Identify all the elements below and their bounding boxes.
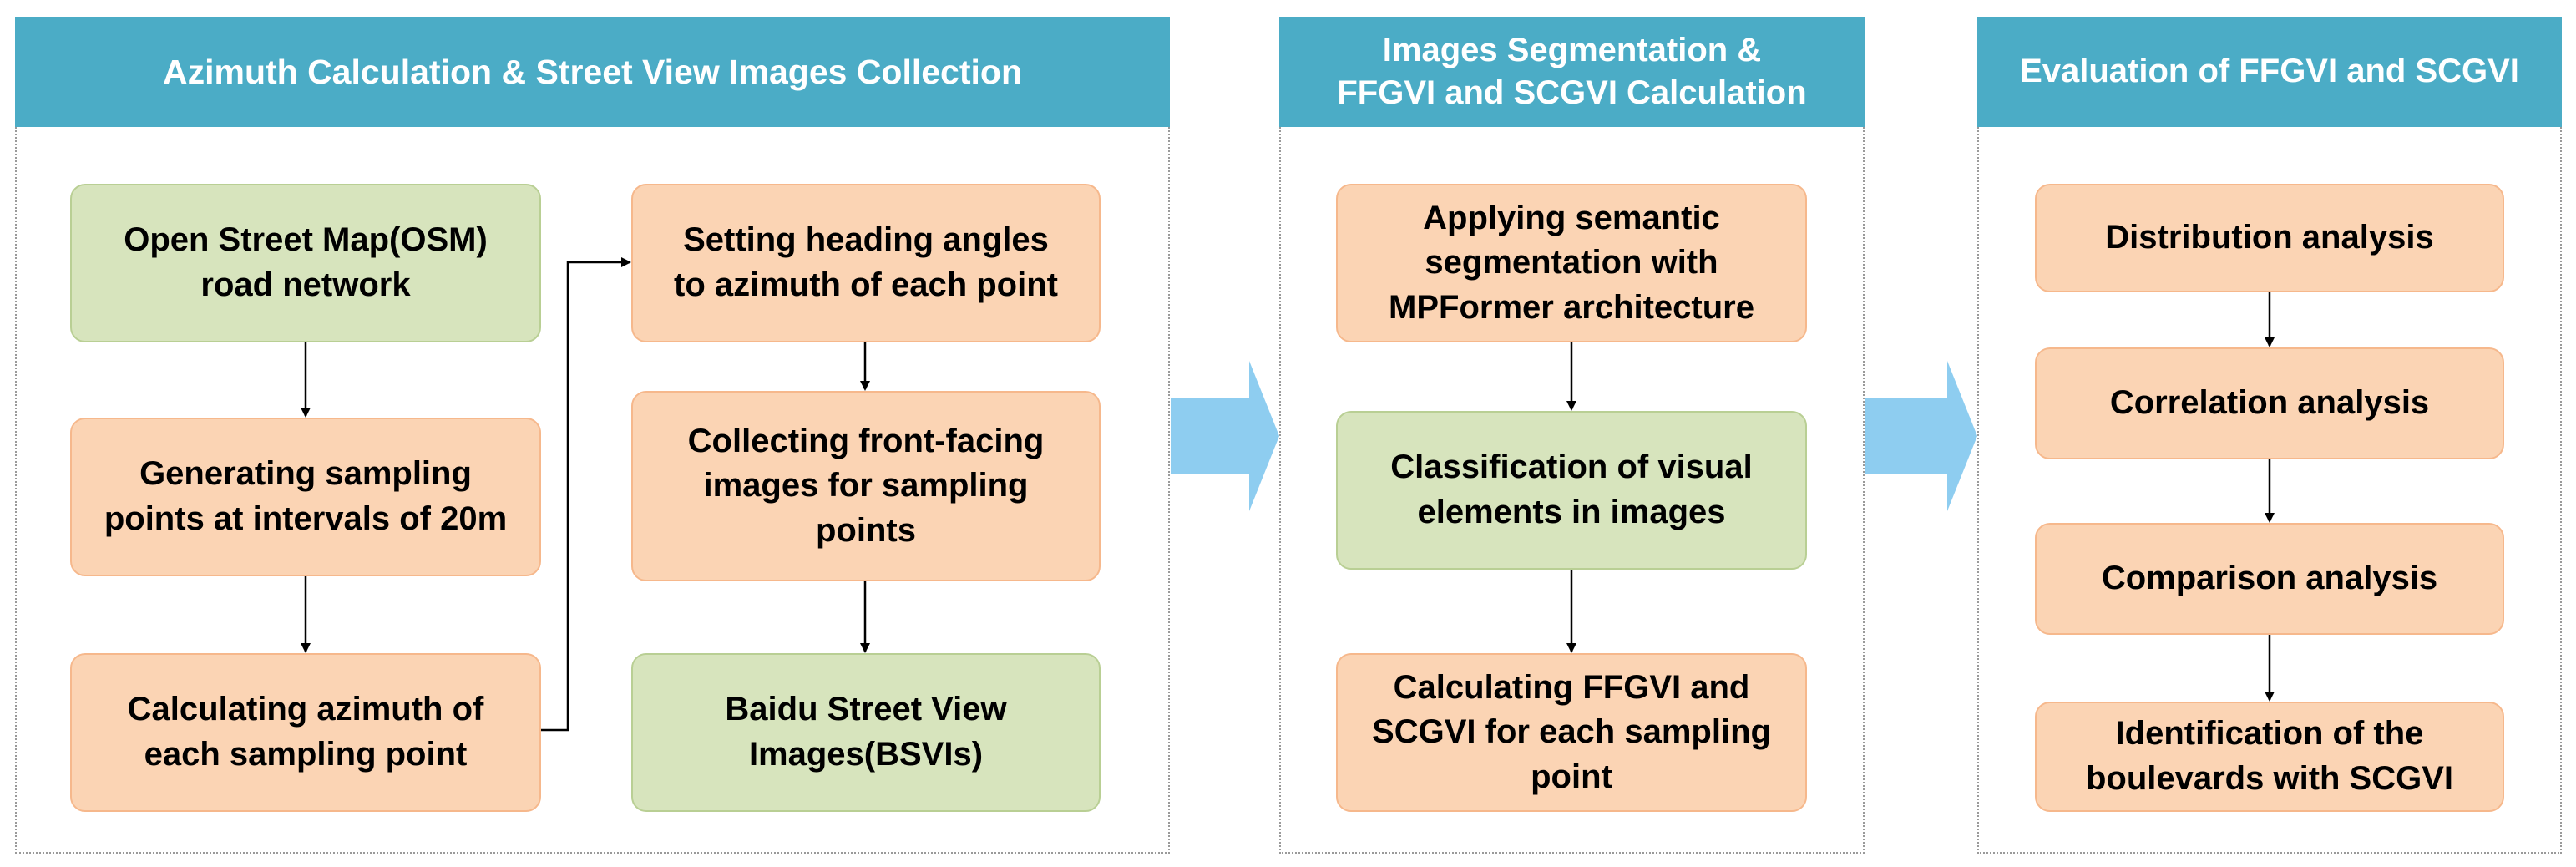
- box-correlation-analysis: Correlation analysis: [2035, 347, 2504, 459]
- box-semantic-segmentation: Applying semantic segmentation with MPFo…: [1336, 184, 1807, 342]
- flow-arrow-1: [1171, 361, 1279, 511]
- flow-arrow-2: [1865, 361, 1977, 511]
- box-comparison-analysis: Comparison analysis: [2035, 523, 2504, 635]
- box-collecting-images: Collecting front-facing images for sampl…: [631, 391, 1101, 581]
- box-calculating-ffgvi-scgvi: Calculating FFGVI and SCGVI for each sam…: [1336, 653, 1807, 812]
- panel-collection-title: Azimuth Calculation & Street View Images…: [15, 17, 1170, 127]
- box-classification-visual-elements: Classification of visual elements in ima…: [1336, 411, 1807, 570]
- box-setting-heading-angles: Setting heading angles to azimuth of eac…: [631, 184, 1101, 342]
- panel-evaluation-title: Evaluation of FFGVI and SCGVI: [1977, 17, 2562, 127]
- box-identification-boulevards: Identification of the boulevards with SC…: [2035, 702, 2504, 812]
- box-baidu-street-view-images: Baidu Street View Images(BSVIs): [631, 653, 1101, 812]
- box-calculating-azimuth: Calculating azimuth of each sampling poi…: [70, 653, 541, 812]
- box-distribution-analysis: Distribution analysis: [2035, 184, 2504, 292]
- box-osm-road-network: Open Street Map(OSM) road network: [70, 184, 541, 342]
- panel-segmentation-title: Images Segmentation & FFGVI and SCGVI Ca…: [1279, 17, 1865, 127]
- box-generating-sampling-points: Generating sampling points at intervals …: [70, 418, 541, 576]
- arrow-azimuth-to-heading: [541, 257, 631, 732]
